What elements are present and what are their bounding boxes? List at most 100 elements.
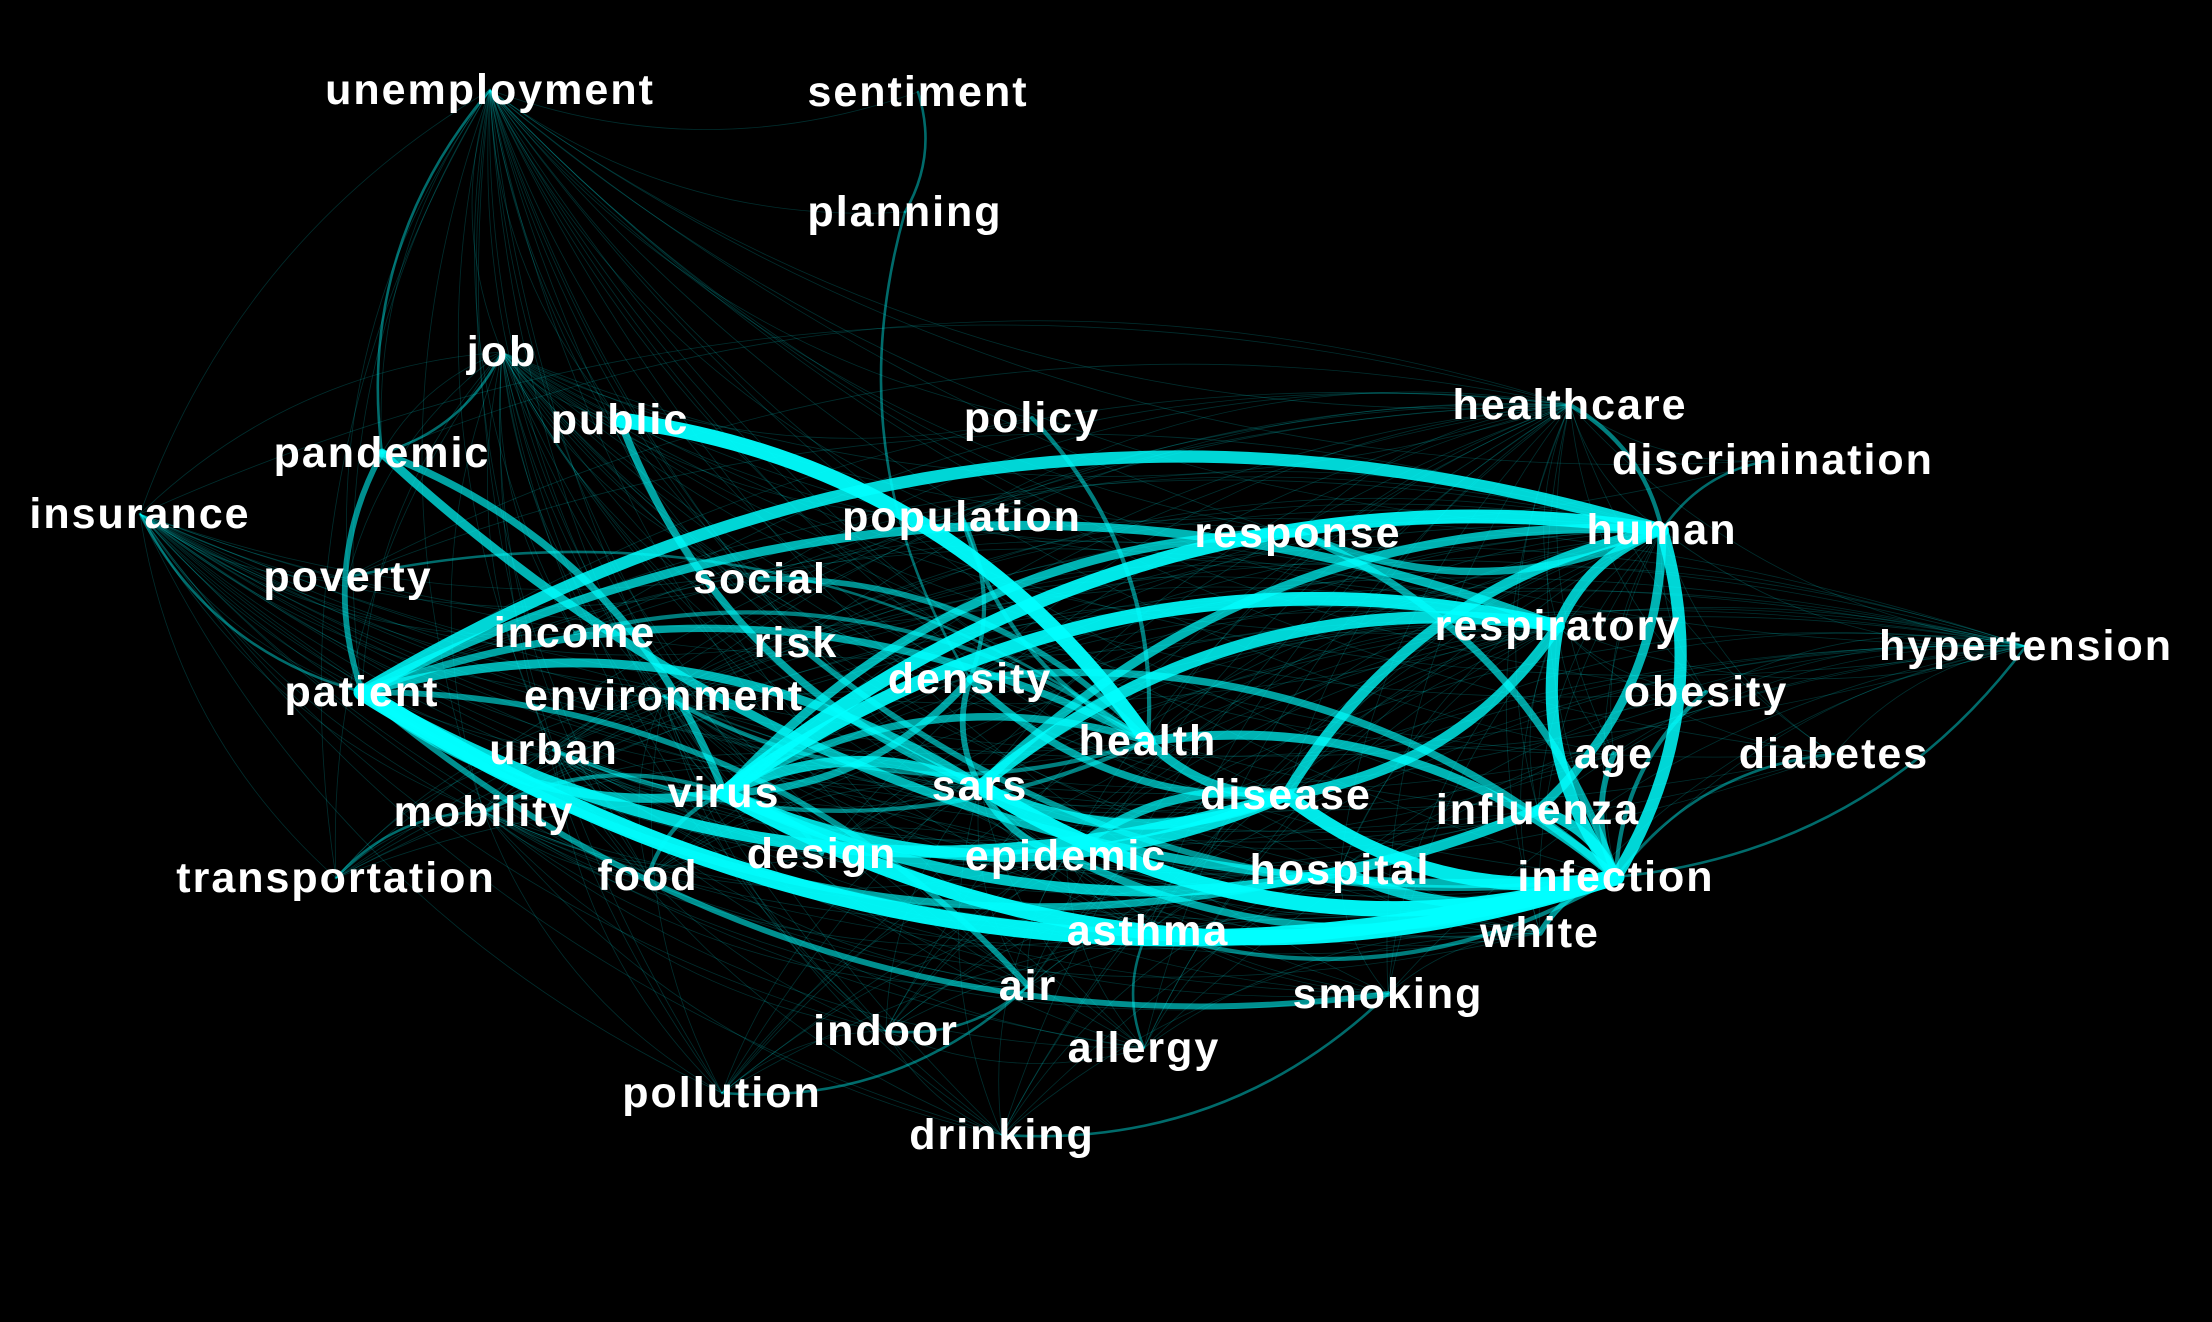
edge-faint-mobility-food [483,811,649,877]
edge-faint-sars-pollution [721,785,981,1094]
node-label-obesity: obesity [1624,668,1789,716]
edge-population-density [959,514,987,682]
edge-faint-healthcare-influenza [1515,404,1571,811]
edge-faint-insurance-social [139,513,761,608]
edge-faint-job-pandemic [381,351,503,454]
edge-faint-urban-indoor [553,749,887,1032]
edge-faint-mobility-white [483,811,1541,978]
edge-faint-urban-influenza [553,749,1539,872]
edge-faint-job-asthma [501,351,1149,932]
edge-faint-unemployment-social [489,89,761,580]
edge-faint-job-environment [501,351,665,697]
edge-faint-job-insurance [139,351,503,515]
edge-faint-unemployment-asthma [489,89,1149,932]
edge-faint-insurance-urban [139,513,555,751]
node-label-pollution: pollution [622,1069,822,1117]
node-label-policy: policy [964,394,1100,442]
edge-faint-mobility-indoor [483,811,887,1032]
edge-faint-human-hypertension [1661,529,2027,647]
edge-planning-density [879,210,972,681]
node-label-asthma: asthma [1067,907,1230,955]
edge-faint-unemployment-response [489,89,1299,534]
node-label-disease: disease [1200,771,1372,819]
edge-faint-hypertension-indoor [885,645,2027,1032]
edge-faint-hypertension-mobility [483,577,2027,813]
edge-faint-unemployment-pandemic [380,89,491,454]
node-label-social: social [693,555,827,603]
node-label-allergy: allergy [1068,1024,1221,1072]
edge-healthcare-human [1567,402,1665,533]
node-label-density: density [888,655,1053,703]
edge-faint-healthcare-discrimination [1569,404,1774,462]
edge-faint-job-risk [501,351,797,644]
edge-obesity-infection [1613,689,1709,880]
node-label-poverty: poverty [263,553,432,601]
edge-faint-human-infection [1603,529,1663,878]
edge-population-health [959,514,1151,744]
edge-disease-respiratory [1280,620,1564,801]
edge-allergy-asthma [1131,929,1150,1050]
edge-faint-human-environment [663,503,1663,697]
edge-sars-disease [974,780,1292,830]
edge-sars-human [975,523,1667,791]
edge-insurance-patient [138,512,364,694]
node-label-infection: infection [1517,853,1714,901]
edge-faint-hypertension-design [821,616,2027,855]
edge-faint-insurance-indoor [139,513,887,1032]
edge-faint-healthcare-indoor [885,404,1571,1032]
node-label-urban: urban [489,726,618,774]
edge-faint-job-drinking [501,351,1003,1136]
node-label-population: population [842,493,1082,541]
edge-faint-unemployment-policy [489,89,1033,419]
edge-faint-healthcare-diabetes [1569,404,1835,755]
edge-faint-job-transportation [334,351,503,879]
edge-faint-hypertension-influenza [1537,645,2027,811]
edge-faint-insurance-health [139,513,1149,755]
edge-faint-epidemic-transportation [335,800,1067,879]
edge-faint-insurance-density [139,513,971,695]
edge-indoor-air [884,984,1030,1034]
edge-faint-job-healthcare [501,351,1571,477]
edge-patient-health [358,624,1152,745]
node-label-design: design [747,830,898,878]
edge-human-infection [1609,523,1687,884]
edge-faint-healthcare-income [574,392,1571,634]
edge-diabetes-infection [1614,752,1836,879]
edge-faint-respiratory-disease [1285,625,1559,796]
edge-faint-mobility-design [483,811,823,868]
edge-faint-healthcare-environment [663,403,1571,697]
edge-faint-healthcare-hypertension [1569,404,2027,647]
edge-response-infection [1294,529,1620,881]
edge-faint-mobility-pollution [483,811,723,1094]
edge-faint-job-white [501,351,1541,934]
edge-faint-insurance-transportation [139,513,337,879]
edge-virus-response [719,528,1303,798]
edge-faint-unemployment-poverty [346,89,491,578]
edge-patient-human [355,450,1669,699]
node-label-sentiment: sentiment [807,68,1028,116]
edge-faint-unemployment-healthcare [489,89,1571,409]
edge-public-health [612,412,1156,749]
node-label-virus: virus [668,769,781,817]
edge-faint-job-patient [361,351,503,693]
edge-faint-respiratory-diabetes [1557,625,1835,755]
edge-faint-mobility-allergy [483,811,1145,1049]
node-label-air: air [999,962,1058,1010]
edge-sars-respiratory [973,611,1565,793]
node-label-healthcare: healthcare [1452,381,1687,429]
edge-hypertension-infection [1614,644,2028,879]
edge-faint-insurance-poverty [139,513,349,578]
edge-unemployment-pandemic [376,88,492,455]
edge-faint-hypertension-age [1613,642,2027,755]
edge-urban-health [551,738,1151,813]
edge-faint-insurance-human [139,513,1663,660]
edge-faint-unemployment-population [489,89,963,518]
edge-patient-air [359,689,1031,989]
edge-faint-unemployment-hypertension [489,89,2027,647]
edge-transportation-mobility [334,810,486,880]
node-label-pandemic: pandemic [274,429,491,477]
edge-faint-healthcare-insurance [139,324,1571,515]
